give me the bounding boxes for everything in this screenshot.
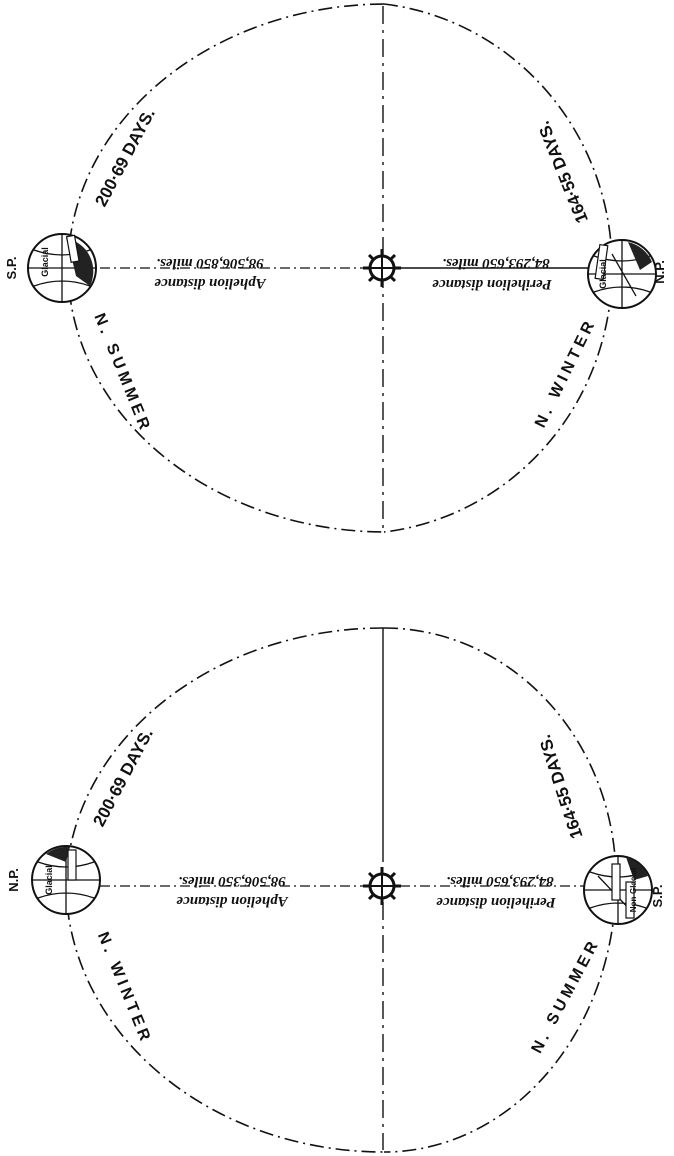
top-orbit-left-arc [68, 4, 384, 265]
top-zone-label-a: Glacial [40, 247, 50, 277]
bottom-aphelion-value: 98,506,350 miles. [178, 873, 286, 889]
bottom-pole-right: S.P. [650, 885, 665, 908]
bottom-orbit-right-lower-arc [384, 880, 616, 1152]
bottom-duration-right: 164·55 DAYS. [535, 732, 586, 841]
top-orbit-right-lower-arc [384, 265, 612, 532]
bottom-diagram: 98,506,350 miles. Aphelion distance 84,2… [6, 628, 665, 1152]
bottom-zone-label-a: Glacial [44, 865, 54, 895]
top-pole-left: S.P. [4, 257, 19, 280]
bottom-perihelion-value: 84,293,650 miles. [446, 873, 554, 889]
bottom-sun-icon [363, 867, 401, 905]
top-orbit-left-lower-arc [68, 265, 384, 532]
bottom-orbit-left-upper-arc [66, 628, 384, 880]
top-sun-icon [363, 249, 401, 287]
bottom-left-earth-icon [32, 846, 100, 914]
top-duration-left: 200·69 DAYS. [91, 105, 159, 209]
top-zone-label-b: Glacial [598, 259, 608, 289]
top-season-left: N. SUMMER [90, 311, 154, 436]
bottom-pole-left: N.P. [6, 868, 21, 892]
top-season-right: N. WINTER [532, 316, 600, 431]
bottom-orbit-right-upper-arc [384, 628, 616, 880]
bottom-aphelion-label: Aphelion distance [176, 893, 289, 909]
top-aphelion-value: 98,506,850 miles. [156, 255, 264, 271]
bottom-right-earth-icon [584, 856, 652, 924]
top-orbit-right-upper-arc [384, 4, 612, 265]
top-duration-right: 164·55 DAYS. [534, 118, 592, 225]
top-left-earth-icon [28, 234, 96, 302]
top-aphelion-label: Aphelion distance [154, 275, 267, 291]
bottom-orbit-left-lower-arc [66, 880, 384, 1152]
top-perihelion-value: 84,293,650 miles. [442, 255, 550, 271]
top-perihelion-label: Perihelion distance [432, 276, 552, 292]
bottom-season-left: N. WINTER [94, 930, 155, 1047]
top-pole-right: N.P. [652, 260, 667, 284]
bottom-season-right: N. SUMMER [529, 936, 604, 1057]
bottom-perihelion-label: Perihelion distance [436, 894, 556, 910]
top-diagram: 98,506,850 miles. Aphelion distance 84,2… [4, 4, 667, 532]
bottom-zone-label-b: Non-Glacial [629, 868, 638, 912]
